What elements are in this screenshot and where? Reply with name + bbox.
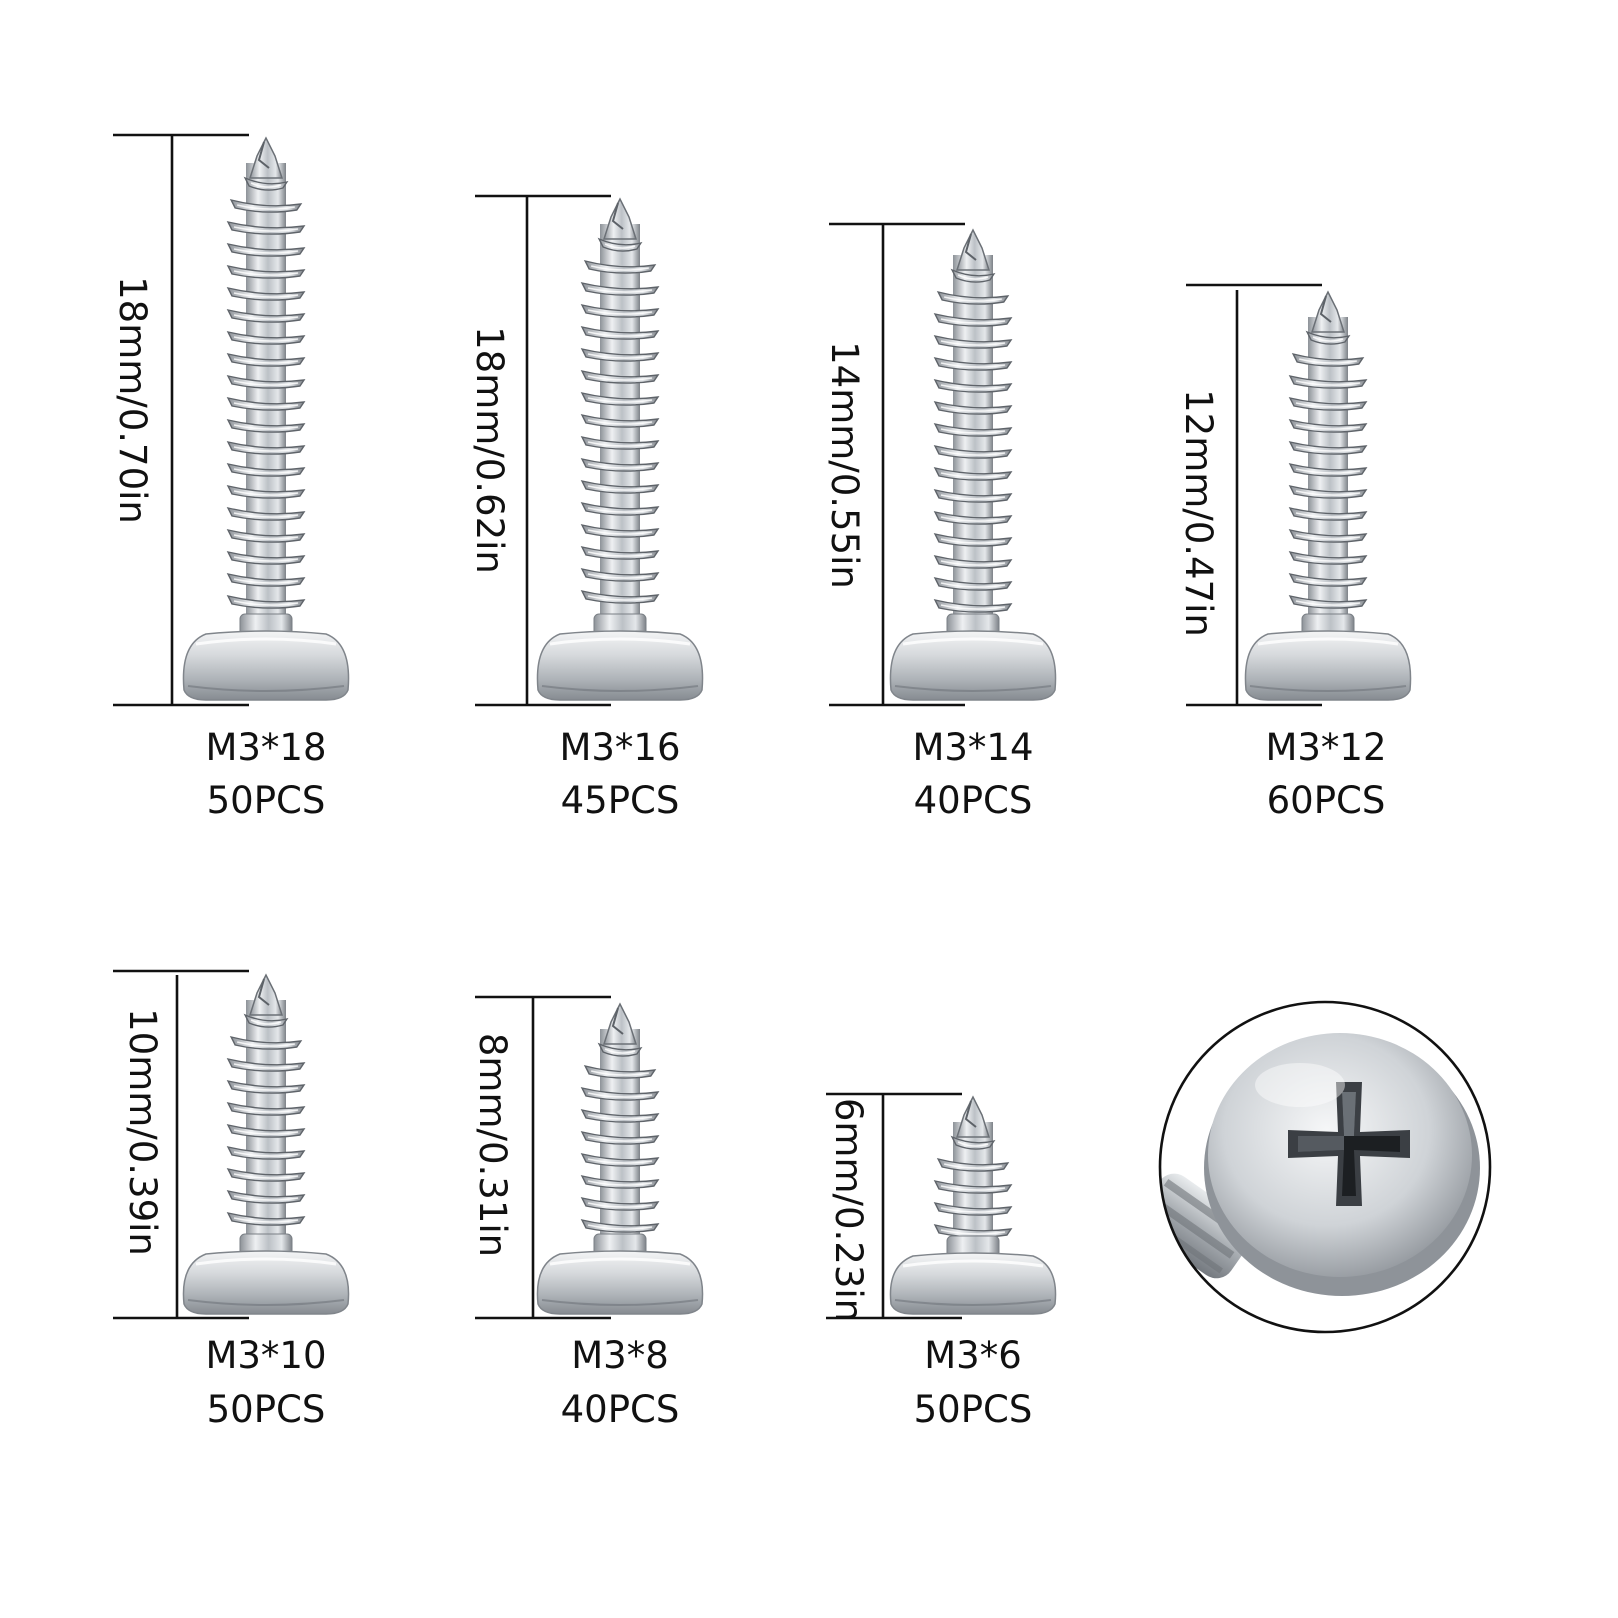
screw-item-m3-8: 8mm/0.31in M3*8 40PCS: [471, 995, 704, 1431]
dimension-label: 8mm/0.31in: [471, 1033, 514, 1257]
quantity-label: 50PCS: [207, 1388, 326, 1431]
quantity-label: 50PCS: [914, 1388, 1033, 1431]
screw-image: [536, 197, 704, 701]
screw-item-m3-18: 18mm/0.70in M3*18 50PCS: [111, 133, 350, 822]
dimension-marker: [826, 1092, 962, 1320]
screw-head-closeup: [1158, 1000, 1492, 1334]
screw-image: [889, 228, 1057, 701]
dimension-marker: [829, 222, 965, 707]
screw-image: [889, 1095, 1057, 1315]
screw-item-m3-14: 14mm/0.55in M3*14 40PCS: [823, 222, 1057, 822]
quantity-label: 40PCS: [561, 1388, 680, 1431]
dimension-marker: [113, 133, 249, 707]
phillips-recess-icon: [1288, 1082, 1410, 1206]
size-label: M3*12: [1265, 726, 1386, 769]
dimension-label: 12mm/0.47in: [1177, 389, 1220, 637]
quantity-label: 45PCS: [561, 779, 680, 822]
dimension-label: 14mm/0.55in: [823, 341, 866, 589]
quantity-label: 40PCS: [914, 779, 1033, 822]
dimension-marker: [475, 194, 611, 707]
size-label: M3*6: [924, 1334, 1022, 1377]
screw-item-m3-10: 10mm/0.39in M3*10 50PCS: [113, 969, 350, 1431]
size-label: M3*10: [205, 1334, 326, 1377]
dimension-label: 18mm/0.62in: [468, 326, 511, 574]
dimension-label: 18mm/0.70in: [111, 276, 154, 524]
dimension-label: 6mm/0.23in: [827, 1098, 870, 1322]
dimension-marker: [113, 969, 249, 1320]
dimension-marker: [1186, 283, 1322, 707]
size-label: M3*18: [205, 726, 326, 769]
screw-item-m3-6: 6mm/0.23in M3*6 50PCS: [826, 1092, 1057, 1431]
screw-image: [182, 136, 350, 701]
dimension-label: 10mm/0.39in: [121, 1008, 164, 1256]
size-label: M3*14: [912, 726, 1033, 769]
size-label: M3*8: [571, 1334, 669, 1377]
screw-image: [182, 973, 350, 1315]
quantity-label: 60PCS: [1267, 779, 1386, 822]
dimension-marker: [475, 995, 611, 1320]
size-label: M3*16: [559, 726, 680, 769]
quantity-label: 50PCS: [207, 779, 326, 822]
screw-item-m3-16: 18mm/0.62in M3*16 45PCS: [468, 194, 704, 822]
screw-image: [1244, 290, 1412, 701]
screw-image: [536, 1002, 704, 1315]
screw-item-m3-12: 12mm/0.47in M3*12 60PCS: [1177, 283, 1412, 822]
